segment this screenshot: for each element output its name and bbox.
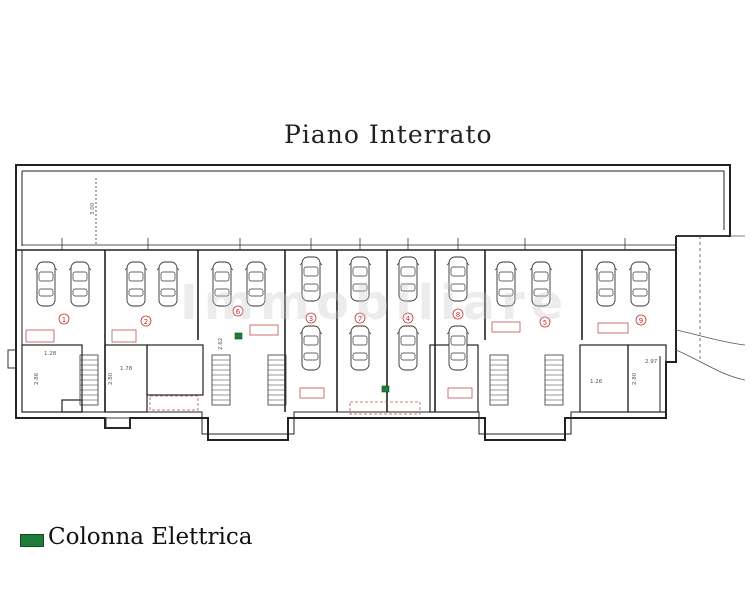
dimension-label: 2.80 <box>108 372 114 385</box>
dimension-label: 3.00 <box>90 202 96 215</box>
dimension-label: 2.62 <box>218 338 224 350</box>
unit-label-3: 3 <box>309 315 313 323</box>
unit-number-markers <box>58 305 647 328</box>
ramp <box>675 235 746 381</box>
unit-label-2: 2 <box>144 318 148 326</box>
unit-number-labels: 1 2 6 3 7 4 8 5 9 <box>62 308 643 327</box>
fixture-boxes <box>25 321 629 415</box>
parked-cars <box>34 256 652 371</box>
unit-label-9: 9 <box>639 317 643 325</box>
dimension-label: 1.78 <box>120 366 133 372</box>
plan-title: Piano Interrato <box>284 120 493 149</box>
legend-swatch <box>20 533 44 547</box>
wall-band <box>16 244 676 251</box>
unit-label-8: 8 <box>456 311 460 319</box>
electrical-columns <box>234 332 390 393</box>
storage-rooms <box>21 344 667 413</box>
building-outline <box>15 164 731 441</box>
entrance-marker <box>7 349 131 429</box>
dimension-label: 2.97 <box>645 359 658 365</box>
dimension-labels: 3.00 1.28 2.86 2.80 1.78 2.62 1.26 2.97 … <box>34 202 658 385</box>
stairwells <box>79 354 564 406</box>
unit-label-7: 7 <box>358 315 362 323</box>
legend: Colonna Elettrica <box>20 524 252 550</box>
unit-label-4: 4 <box>406 315 411 323</box>
ceiling-marks <box>61 178 626 250</box>
dimension-label: 2.86 <box>34 372 40 385</box>
unit-label-6: 6 <box>236 308 241 316</box>
legend-label: Colonna Elettrica <box>48 524 253 550</box>
dimension-label: 2.80 <box>632 372 638 385</box>
dimension-label: 1.26 <box>590 379 603 385</box>
unit-label-1: 1 <box>62 316 66 324</box>
unit-label-5: 5 <box>543 319 547 327</box>
dimension-label: 1.28 <box>44 351 57 357</box>
